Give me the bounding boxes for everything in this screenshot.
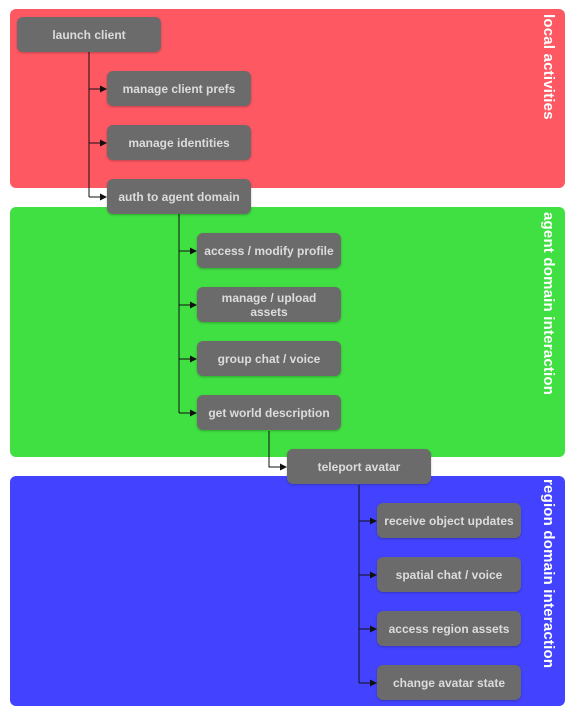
node-access-modify-profile: access / modify profile	[197, 233, 341, 268]
node-manage-client-prefs: manage client prefs	[107, 71, 251, 106]
node-group-chat-voice: group chat / voice	[197, 341, 341, 376]
node-manage-upload-assets: manage / upload assets	[197, 287, 341, 322]
node-spatial-chat-voice: spatial chat / voice	[377, 557, 521, 592]
node-change-avatar-state: change avatar state	[377, 665, 521, 700]
node-get-world-description: get world description	[197, 395, 341, 430]
node-access-region-assets: access region assets	[377, 611, 521, 646]
node-launch-client: launch client	[17, 17, 161, 52]
node-receive-object-updates: receive object updates	[377, 503, 521, 538]
band-label-agent: agent domain interaction	[540, 212, 557, 396]
arrow-to-teleport	[280, 463, 287, 471]
node-auth-agent-domain: auth to agent domain	[107, 179, 251, 214]
band-label-region: region domain interaction	[540, 479, 557, 669]
band-label-local: local activities	[540, 14, 557, 120]
arrow-to-auth	[100, 193, 107, 201]
node-teleport-avatar: teleport avatar	[287, 449, 431, 484]
node-manage-identities: manage identities	[107, 125, 251, 160]
